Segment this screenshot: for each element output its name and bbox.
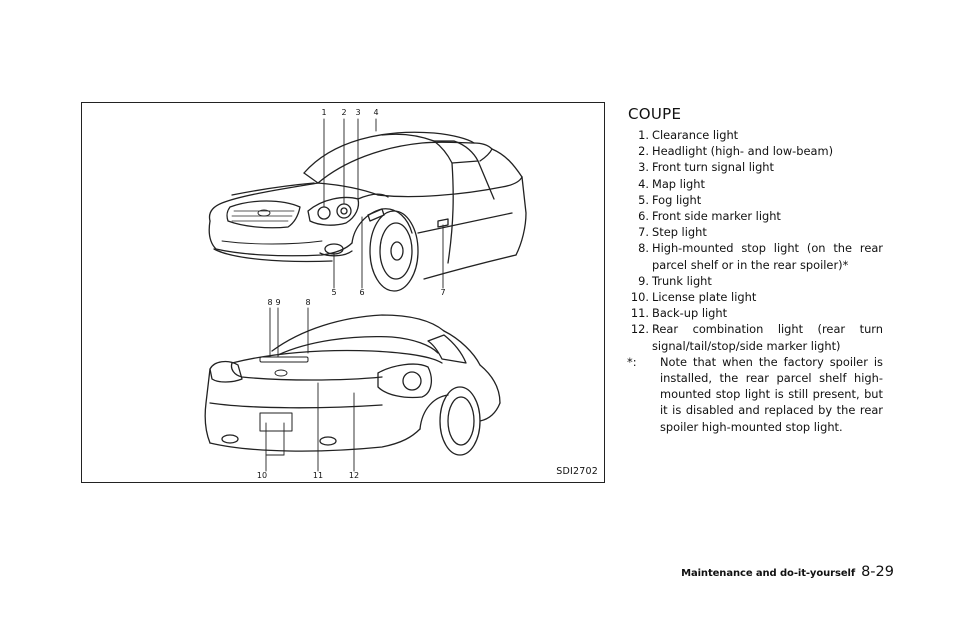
callout-label: 2 — [341, 108, 347, 117]
item-number: 1. — [638, 128, 649, 142]
callout-label: 11 — [312, 471, 324, 480]
footnote: *: Note that when the factory spoiler is … — [625, 354, 883, 435]
page-footer: Maintenance and do-it-yourself 8-29 — [681, 564, 894, 580]
item-number: 11. — [630, 306, 649, 321]
list-item: 5.Fog light — [625, 192, 883, 208]
vehicle-lights-figure: 1 2 3 4 5 6 7 8 9 8 10 11 12 SDI2702 — [81, 102, 605, 483]
item-number: 8. — [638, 241, 649, 256]
list-item: 4.Map light — [625, 176, 883, 192]
item-text: License plate light — [652, 290, 757, 305]
item-text: Front turn signal light — [652, 160, 774, 175]
item-text: Back-up light — [652, 306, 728, 321]
front-car-drawing — [208, 131, 527, 292]
item-text: Clearance light — [652, 128, 739, 142]
item-text: Rear combination light (rear turn signal… — [652, 322, 883, 353]
page-number: 8-29 — [861, 564, 894, 580]
callout-label: 4 — [373, 108, 379, 117]
list-item: 6.Front side marker light — [625, 208, 883, 224]
list-item: 1.Clearance light — [625, 127, 883, 143]
list-item: 7.Step light — [625, 224, 883, 240]
callout-label: 8 — [267, 298, 273, 307]
list-item: 3.Front turn signal light — [625, 159, 883, 175]
callout-label: 9 — [275, 298, 281, 307]
item-text: High-mounted stop light (on the rear par… — [652, 241, 883, 272]
list-item: 2.Headlight (high- and low-beam) — [625, 143, 883, 159]
callout-label: 10 — [256, 471, 268, 480]
item-number: 12. — [630, 322, 649, 337]
item-number: 7. — [638, 225, 649, 240]
footnote-marker: *: — [627, 354, 637, 369]
item-number: 2. — [638, 144, 649, 159]
list-item: 9.Trunk light — [625, 273, 883, 289]
item-text: Map light — [652, 176, 705, 191]
rear-car-drawing — [204, 314, 501, 456]
item-text: Trunk light — [652, 273, 712, 288]
item-text: Front side marker light — [652, 209, 781, 224]
callout-label: 12 — [348, 471, 360, 480]
callout-label: 5 — [331, 288, 337, 297]
item-number: 6. — [638, 209, 649, 224]
callout-label: 3 — [355, 108, 361, 117]
section-title: COUPE — [628, 105, 682, 123]
callout-leaders — [265, 118, 444, 472]
callout-label: 8 — [305, 298, 311, 307]
footer-section-title: Maintenance and do-it-yourself — [681, 568, 856, 579]
item-number: 3. — [638, 160, 649, 175]
list-item: 8.High-mounted stop light (on the rear p… — [625, 240, 883, 272]
callout-label: 6 — [359, 288, 365, 297]
item-number: 10. — [630, 290, 649, 305]
item-number: 9. — [638, 273, 649, 288]
figure-code: SDI2702 — [556, 466, 598, 477]
coupe-illustration — [204, 118, 527, 472]
list-item: 10.License plate light — [625, 289, 883, 305]
light-list: 1.Clearance light 2.Headlight (high- and… — [625, 127, 883, 435]
callout-label: 7 — [440, 288, 446, 297]
list-item: 11.Back-up light — [625, 305, 883, 321]
callout-label: 1 — [321, 108, 327, 117]
item-text: Headlight (high- and low-beam) — [652, 144, 834, 159]
item-text: Step light — [652, 225, 707, 240]
list-item: 12.Rear combination light (rear turn sig… — [625, 321, 883, 353]
item-number: 5. — [638, 192, 649, 207]
item-text: Fog light — [652, 192, 702, 207]
footnote-text: Note that when the factory spoiler is in… — [660, 354, 883, 434]
item-number: 4. — [638, 176, 649, 191]
